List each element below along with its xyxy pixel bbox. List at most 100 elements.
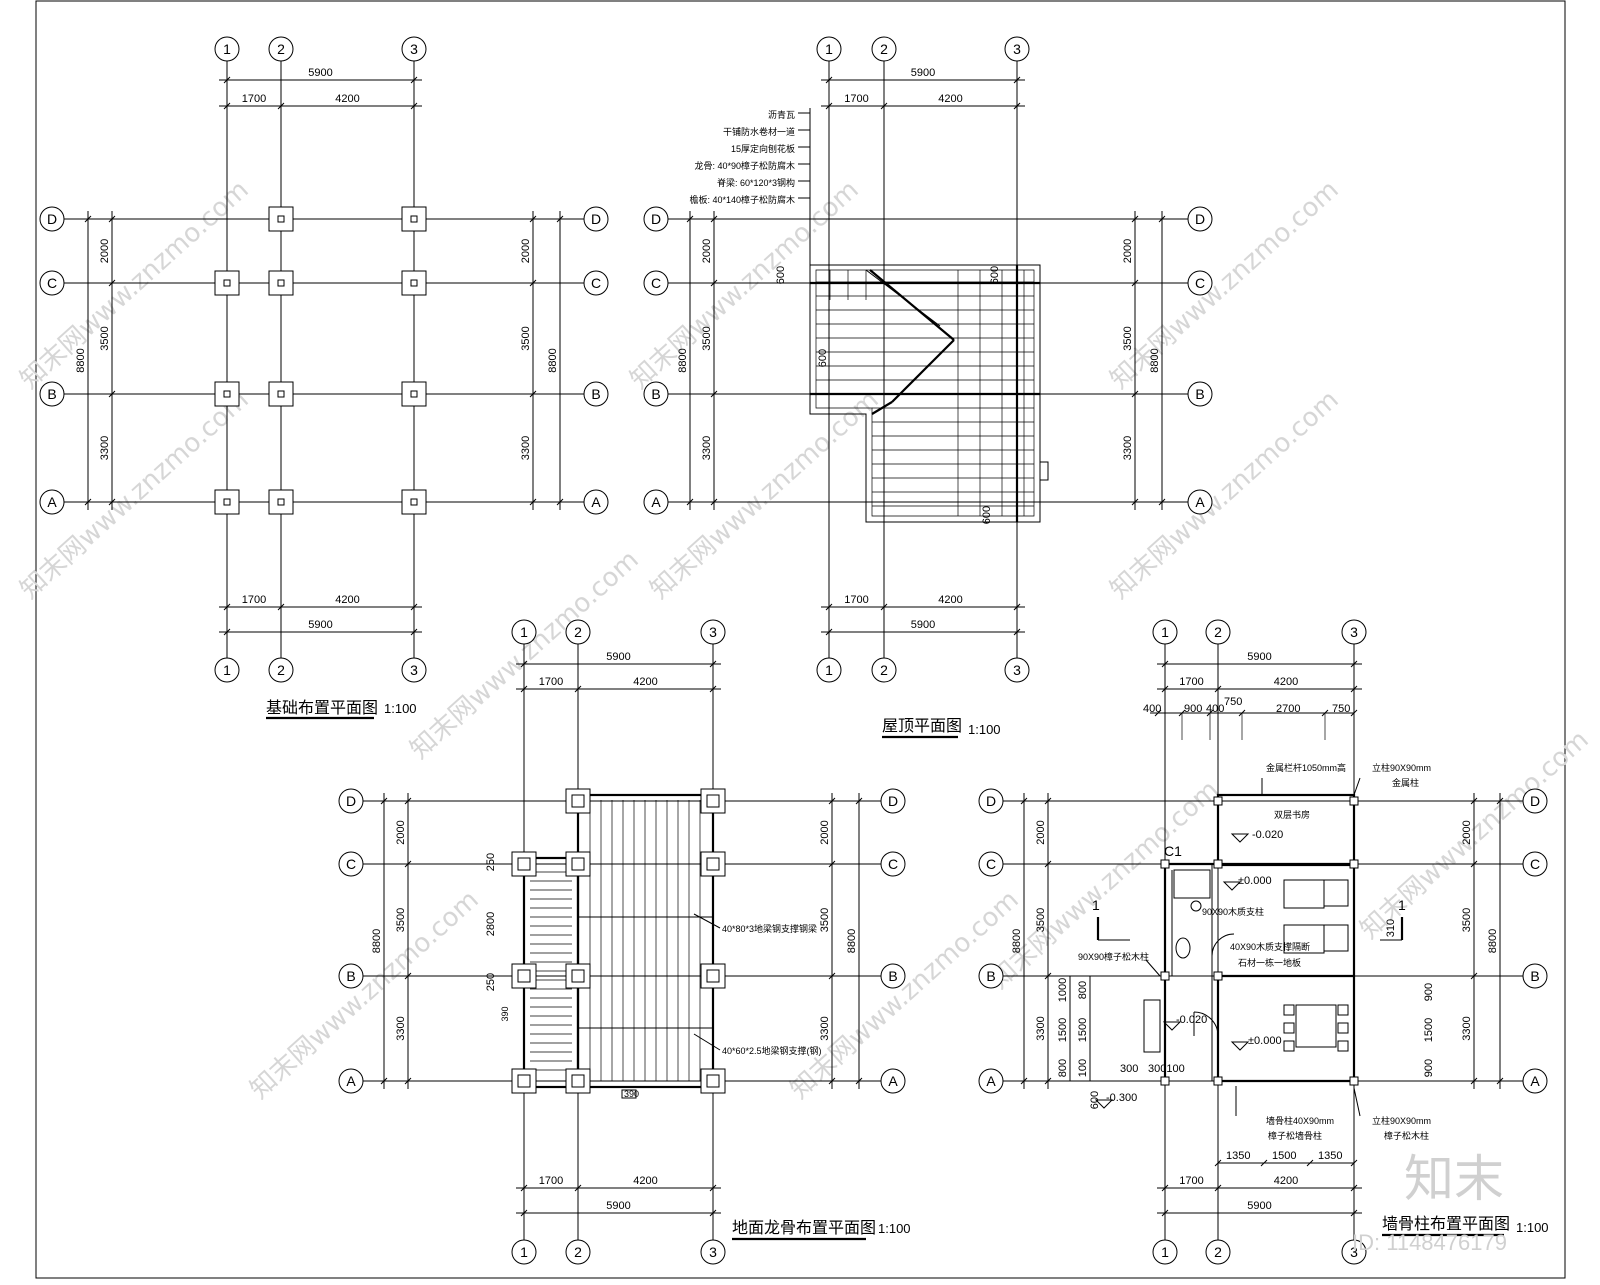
dim-tick [1020,1077,1028,1085]
axis-A-label: A [651,494,661,510]
axis-D-bubble [1187,206,1213,232]
axis-D-label: D [346,793,356,809]
dim-total-x: 5900 [606,1200,630,1212]
beam-note: 40X90木质支撑隔断 [1230,941,1310,952]
watermark-text: 知末网www.znzmo.com [1105,175,1345,395]
axis-3-label: 3 [1013,41,1021,57]
axis-B-bubble [39,381,65,407]
axis-A-bubble [978,1068,1004,1094]
dim-tick [529,279,537,287]
dim-1350: 1350 [1226,1150,1250,1162]
dim-tick [1013,102,1021,110]
dim-tick [410,628,418,636]
stud-plan-notes: 金属栏杆1050mm高 立柱90X90mm 金属柱 双层书房 -0.020 C1… [1078,762,1431,1141]
dim-tick [1154,709,1162,717]
level-triangle [1230,833,1250,843]
dim-tick [410,102,418,110]
floor-post [511,851,537,877]
dim-tick [825,603,833,611]
level-triangle [1222,881,1242,891]
roof-ridge [891,339,955,403]
roof-layer-notes: 沥青瓦 干铺防水卷材一道 15厚定向刨花板 龙骨: 40*90樟子松防腐木 脊梁… [689,109,795,205]
dim-tick [556,498,564,506]
note-leader [1145,959,1161,977]
dim-tick [825,628,833,636]
dim-tick [108,279,116,287]
dim-tick [709,685,717,693]
dim-tick [1161,1184,1169,1192]
floor-post-core [706,794,720,808]
footing-column [223,498,231,506]
dim-tick [404,972,412,980]
level-mark: -0.020 [1176,1014,1207,1026]
axis-2-label: 2 [574,624,582,640]
floor-post [700,963,726,989]
dim-tick [1013,603,1021,611]
dim-cb: 3500 [701,326,713,350]
roof-hip [865,269,941,327]
footing-column [410,279,418,287]
dim-total-x: 5900 [1247,1200,1271,1212]
axis-2-label: 2 [1214,1244,1222,1260]
footing [401,206,427,232]
axis-2-label: 2 [880,662,888,678]
footing [401,489,427,515]
dim-cb: 3500 [99,326,111,350]
balcony-wall [1216,793,1356,867]
dim-total-x: 5900 [1247,651,1271,663]
dim-400: 400 [1206,703,1224,715]
dim-1350: 1350 [1318,1150,1342,1162]
floor-post-core [571,1074,585,1088]
level-triangle [1162,1021,1182,1031]
axis-A-label: A [1530,1073,1540,1089]
axis-D-label: D [591,211,601,227]
roof-note: 沥青瓦 [768,109,795,120]
dim-1500: 1500 [1057,1018,1069,1042]
axis-D-bubble [978,788,1004,814]
axis-3-bubble [700,619,726,645]
level-triangle [1230,1041,1250,1051]
dim-100: 100 [1077,1059,1089,1077]
dim-600: 600 [817,349,829,367]
dim-390: 390 [624,1089,639,1099]
axis-C-label: C [888,856,898,872]
axis-C-label: C [1530,856,1540,872]
axis-1-bubble [816,36,842,62]
dim-ba: 3300 [395,1016,407,1040]
post-note-sub: 樟子松木柱 [1384,1130,1429,1141]
dim-ba: 3300 [1122,436,1134,460]
dim-tick [880,603,888,611]
note-leader [693,1033,721,1051]
footing-column [277,279,285,287]
railing-note: 金属栏杆1050mm高 [1266,762,1346,773]
dim-bay1: 1700 [1179,1175,1203,1187]
axis-A-label: A [47,494,57,510]
dim-tick [380,1077,388,1085]
dim-tick [404,1077,412,1085]
axis-C-label: C [346,856,356,872]
axis-B-label: B [888,968,897,984]
dim-total-y: 8800 [677,348,689,372]
dim-tick [855,1077,863,1085]
footing-column [410,498,418,506]
watermark-text: 知末网www.znzmo.com [1355,725,1595,945]
axis-3-label: 3 [1350,624,1358,640]
footing-column [223,279,231,287]
axis-A-bubble [583,489,609,515]
floor-post [565,788,591,814]
level-mark: -0.300 [1106,1092,1137,1104]
roof-outline [809,264,1041,523]
dim-tick [710,498,718,506]
dim-total-x: 5900 [911,67,935,79]
dim-250: 250 [485,853,497,871]
dim-total-y: 8800 [1487,929,1499,953]
dim-tick [880,102,888,110]
dim-tick [1214,1159,1222,1167]
strip-note: 石材一栋一地板 [1238,957,1301,968]
dim-tick [556,215,564,223]
dim-2700: 2700 [1276,703,1300,715]
dim-tick [404,860,412,868]
floor-post-core [517,857,531,871]
dim-dc: 2000 [1035,820,1047,844]
roof-eave-line [815,269,1035,517]
